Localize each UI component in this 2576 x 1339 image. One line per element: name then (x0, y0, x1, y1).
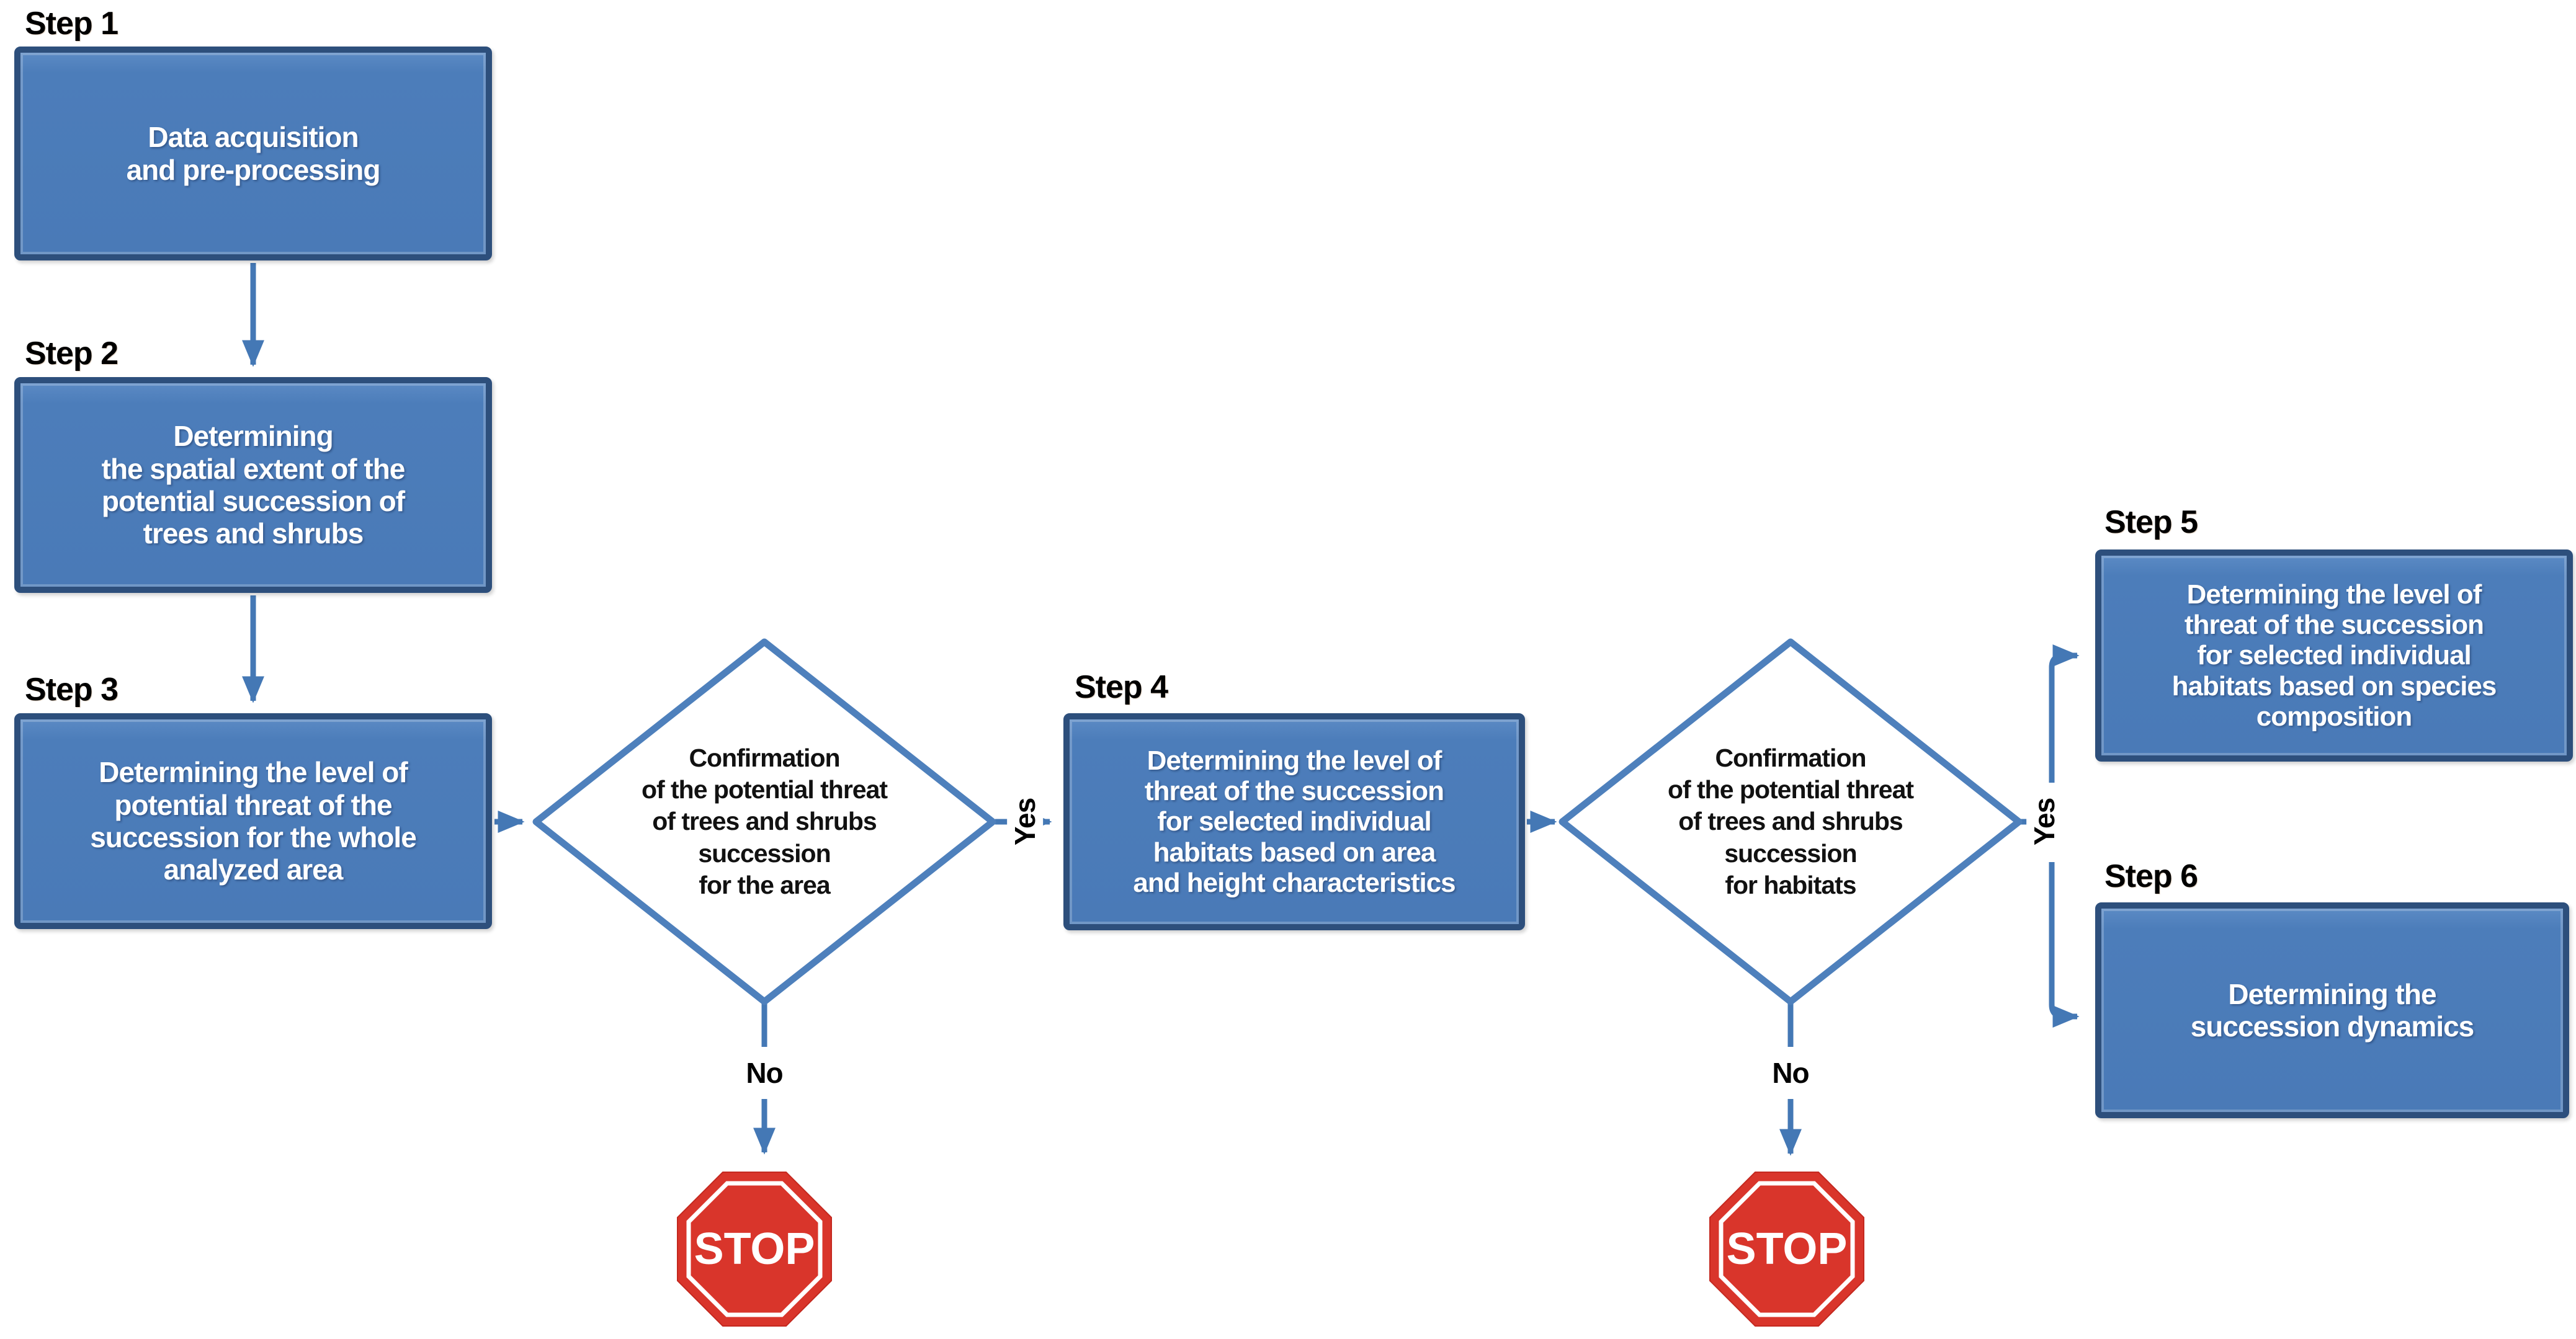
no-label-1-text: No (741, 1055, 788, 1091)
stop1-text: STOP (694, 1224, 815, 1274)
stop-sign-2-octagon (1709, 1172, 1864, 1327)
step2-box: Determining the spatial extent of the po… (14, 377, 492, 593)
step1-box: Data acquisition and pre-processing (14, 47, 492, 260)
step3-box: Determining the level of potential threa… (14, 713, 492, 929)
yes-label-2-text: Yes (2026, 793, 2062, 851)
yes-label-1: Yes (991, 783, 1059, 861)
yes-label-2: Yes (2010, 783, 2078, 861)
step2-text: Determining the spatial extent of the po… (101, 420, 406, 550)
no-label-1: No (715, 1049, 814, 1097)
arrow-yes-step5 (2049, 644, 2080, 783)
step4-label: Step 4 (1075, 669, 1168, 705)
step3-text: Determining the level of potential threa… (90, 756, 417, 886)
step4-text: Determining the level of threat of the s… (1133, 745, 1456, 898)
step5-text: Determining the level of threat of the s… (2171, 579, 2497, 732)
decision2-shape (1559, 638, 2023, 1005)
step5-box: Determining the level of threat of the s… (2095, 549, 2573, 762)
decision1-text: Confirmation of the potential threat of … (641, 743, 888, 899)
step6-box: Determining the succession dynamics (2095, 902, 2569, 1118)
yes-label-1-text: Yes (1007, 793, 1043, 851)
stop-sign-1-inner-ring (686, 1181, 823, 1317)
step2-label: Step 2 (25, 336, 119, 371)
stop-sign-1 (677, 1172, 832, 1327)
step4-box: Determining the level of threat of the s… (1063, 713, 1525, 930)
stop-sign-1-octagon (677, 1172, 832, 1327)
step3-label: Step 3 (25, 672, 119, 708)
stop-sign-2-inner-ring (1719, 1181, 1855, 1317)
step1-text: Data acquisition and pre-processing (126, 121, 381, 186)
step6-label: Step 6 (2104, 858, 2198, 894)
step5-label: Step 5 (2104, 504, 2198, 540)
stop-sign-2 (1709, 1172, 1864, 1327)
step1-label: Step 1 (25, 6, 119, 42)
no-label-2-text: No (1767, 1055, 1814, 1091)
no-label-2: No (1741, 1049, 1840, 1097)
step6-text: Determining the succession dynamics (2190, 977, 2475, 1043)
stop2-text: STOP (1726, 1224, 1848, 1274)
arrow-yes-step6 (2049, 862, 2080, 1028)
decision1-shape (532, 638, 996, 1005)
decision2-text: Confirmation of the potential threat of … (1667, 743, 1914, 899)
